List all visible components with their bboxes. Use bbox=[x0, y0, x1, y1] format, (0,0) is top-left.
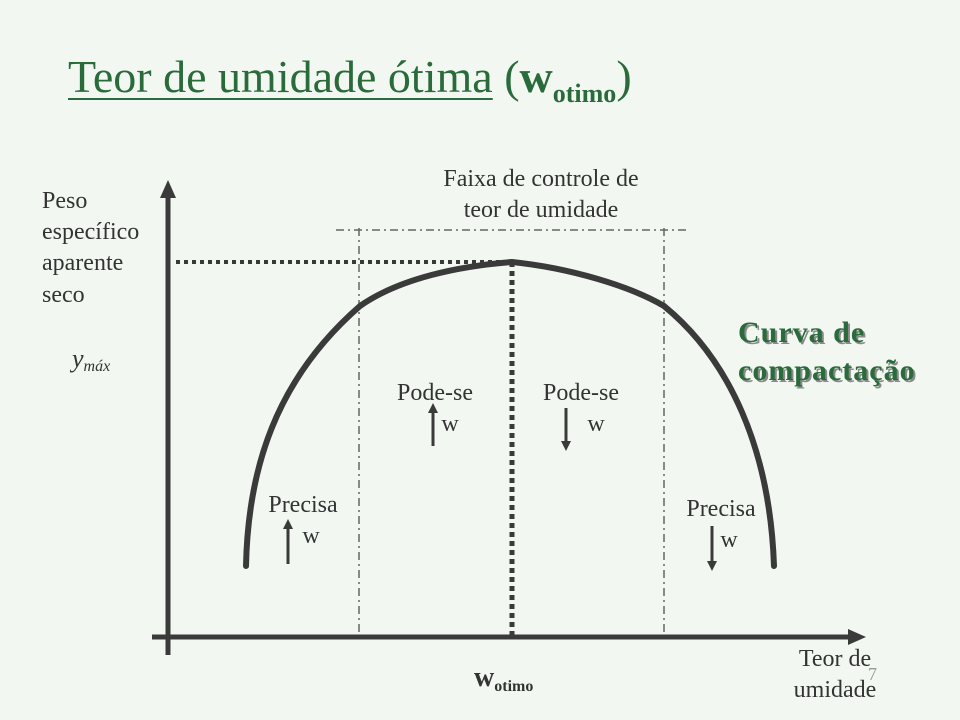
annotation-right-inner: Pode-se w bbox=[526, 378, 636, 440]
title-symbol: w bbox=[519, 51, 553, 102]
compaction-curve bbox=[243, 258, 777, 569]
annotation-text: Precisa bbox=[686, 496, 756, 522]
annotation-left-inner: Pode-se w bbox=[380, 378, 490, 440]
annotation-var: w bbox=[720, 527, 738, 554]
y-max-symbol: y bbox=[72, 344, 84, 373]
annotation-text: Pode-se bbox=[397, 380, 473, 406]
annotation-var: w bbox=[302, 523, 320, 550]
y-axis-arrowhead bbox=[160, 180, 176, 198]
optimum-moisture-label: wotimo bbox=[474, 662, 533, 696]
y-max-subscript: máx bbox=[83, 358, 111, 375]
slide-number: 7 bbox=[868, 664, 877, 684]
curve-label: Curva de compactação bbox=[738, 314, 916, 389]
optimum-subscript: otimo bbox=[494, 678, 534, 695]
band-label-line: Faixa de controle de bbox=[443, 166, 639, 192]
x-axis-arrowhead bbox=[848, 629, 866, 645]
annotation-text: Precisa bbox=[268, 492, 338, 518]
title-open-paren: ( bbox=[504, 51, 520, 102]
y-axis-label: Peso específico aparente seco bbox=[42, 186, 139, 311]
title-close-paren: ) bbox=[616, 51, 632, 102]
x-axis-label: Teor de umidade bbox=[780, 644, 890, 706]
x-axis-label-line: umidade bbox=[793, 677, 877, 704]
y-max-label: ymáx bbox=[72, 344, 110, 376]
annotation-left-outer: Precisa w bbox=[250, 490, 356, 552]
y-axis-label-line: específico bbox=[42, 219, 140, 246]
x-axis-label-line: Teor de bbox=[798, 646, 872, 672]
annotation-var: w bbox=[587, 411, 605, 438]
page-title: Teor de umidade ótima (wotimo) bbox=[68, 51, 632, 109]
annotation-var: w bbox=[441, 411, 459, 438]
y-axis-label-line: seco bbox=[42, 281, 85, 308]
band-label: Faixa de controle de teor de umidade bbox=[386, 164, 696, 226]
y-axis-label-line: aparente bbox=[42, 250, 124, 277]
title-subscript: otimo bbox=[552, 79, 617, 108]
annotation-right-outer: Precisa w bbox=[668, 494, 774, 556]
title-main: Teor de umidade ótima bbox=[68, 51, 493, 102]
curve-label-line: Curva de bbox=[738, 316, 866, 349]
annotation-text: Pode-se bbox=[543, 380, 619, 406]
curve-label-line: compactação bbox=[738, 353, 916, 387]
y-axis-label-line: Peso bbox=[42, 188, 88, 214]
optimum-symbol: w bbox=[474, 662, 495, 693]
band-label-line: teor de umidade bbox=[463, 197, 619, 224]
